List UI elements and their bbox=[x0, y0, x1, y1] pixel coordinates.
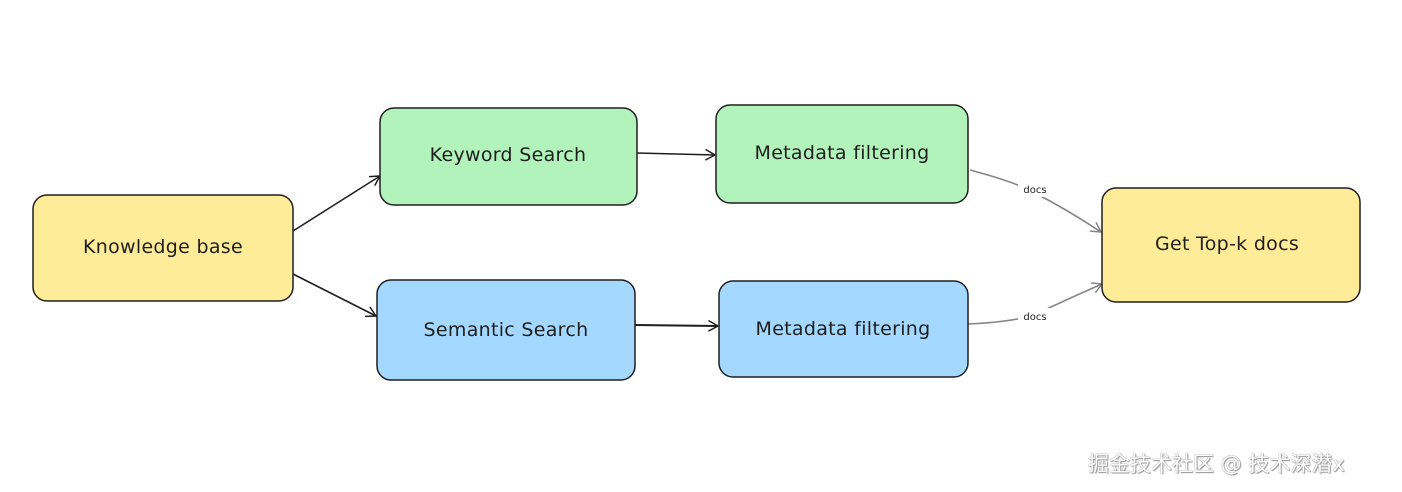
edge-knowledge-to-semantic bbox=[292, 273, 378, 318]
node-semantic-search[interactable]: Semantic Search bbox=[376, 279, 636, 381]
edges: docs docs bbox=[292, 149, 1104, 332]
node-metadata-filtering-semantic[interactable]: Metadata filtering bbox=[718, 280, 969, 378]
node-knowledge-base[interactable]: Knowledge base bbox=[32, 194, 294, 302]
edge-semantic-to-metadata bbox=[634, 320, 720, 332]
watermark: 掘金技术社区 @ 技术深潜x bbox=[1088, 452, 1345, 476]
edge-knowledge-to-keyword bbox=[292, 175, 382, 232]
edge-metadata-keyword-to-topk bbox=[969, 169, 1103, 233]
node-knowledge-base-label: Knowledge base bbox=[83, 236, 243, 258]
edge-keyword-to-metadata bbox=[636, 149, 717, 161]
node-get-top-k-docs[interactable]: Get Top-k docs bbox=[1101, 187, 1361, 303]
edge-label-docs-bottom: docs bbox=[1023, 312, 1046, 323]
node-keyword-search[interactable]: Keyword Search bbox=[379, 107, 638, 206]
node-keyword-search-label: Keyword Search bbox=[430, 144, 587, 166]
node-metadata-filtering-keyword-label: Metadata filtering bbox=[755, 142, 930, 164]
node-metadata-filtering-semantic-label: Metadata filtering bbox=[756, 318, 931, 340]
edge-label-docs-top: docs bbox=[1023, 185, 1046, 196]
node-metadata-filtering-keyword[interactable]: Metadata filtering bbox=[715, 104, 969, 204]
node-semantic-search-label: Semantic Search bbox=[424, 319, 589, 341]
node-get-top-k-docs-label: Get Top-k docs bbox=[1155, 233, 1299, 255]
